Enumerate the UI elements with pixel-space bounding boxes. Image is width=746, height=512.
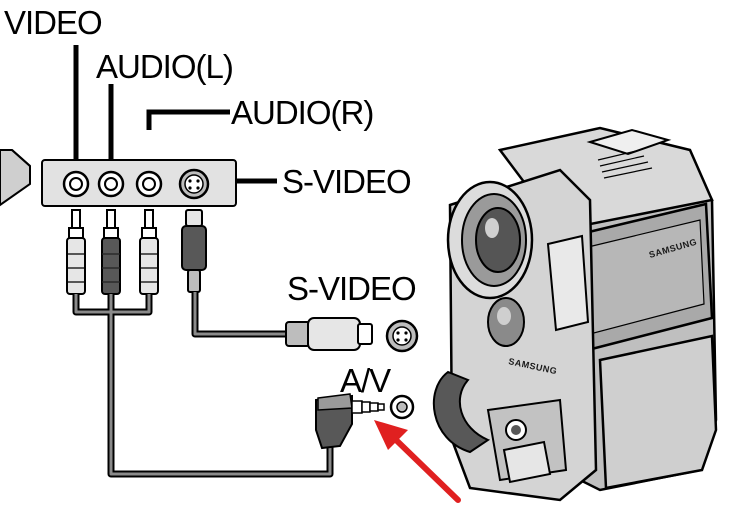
s-video-plug-camera-end — [285, 317, 373, 351]
camcorder: SAMSUNG SAMSUNG — [432, 126, 718, 502]
audio-right-jack — [135, 170, 163, 198]
rca-plug-video — [66, 209, 86, 295]
s-video-jack — [178, 168, 210, 200]
rca-plug-audio-left — [101, 209, 121, 295]
rca-plug-audio-right — [139, 209, 159, 295]
audio-right-leader — [146, 109, 230, 130]
tv-edge — [0, 149, 31, 207]
speaker-grille — [597, 149, 653, 179]
av-plug — [315, 393, 385, 450]
label-audio-left: AUDIO(L) — [96, 48, 233, 85]
hand-strap — [432, 370, 491, 454]
s-video-plug-tv-end — [181, 209, 207, 293]
s-video-cable — [191, 292, 290, 338]
audio-left-jack — [97, 170, 125, 198]
s-video-camera-jack — [385, 319, 419, 353]
label-s-video-camera: S-VIDEO — [287, 270, 416, 307]
label-video: VIDEO — [4, 4, 102, 41]
label-av: A/V — [340, 362, 391, 399]
cables — [72, 292, 334, 478]
video-jack — [62, 170, 90, 198]
lens — [446, 180, 534, 300]
arrow-icon — [374, 420, 461, 503]
label-audio-right: AUDIO(R) — [231, 94, 373, 131]
tv-input-panel — [41, 159, 237, 207]
av-camera-jack — [389, 394, 415, 420]
label-s-video-panel: S-VIDEO — [282, 163, 411, 200]
